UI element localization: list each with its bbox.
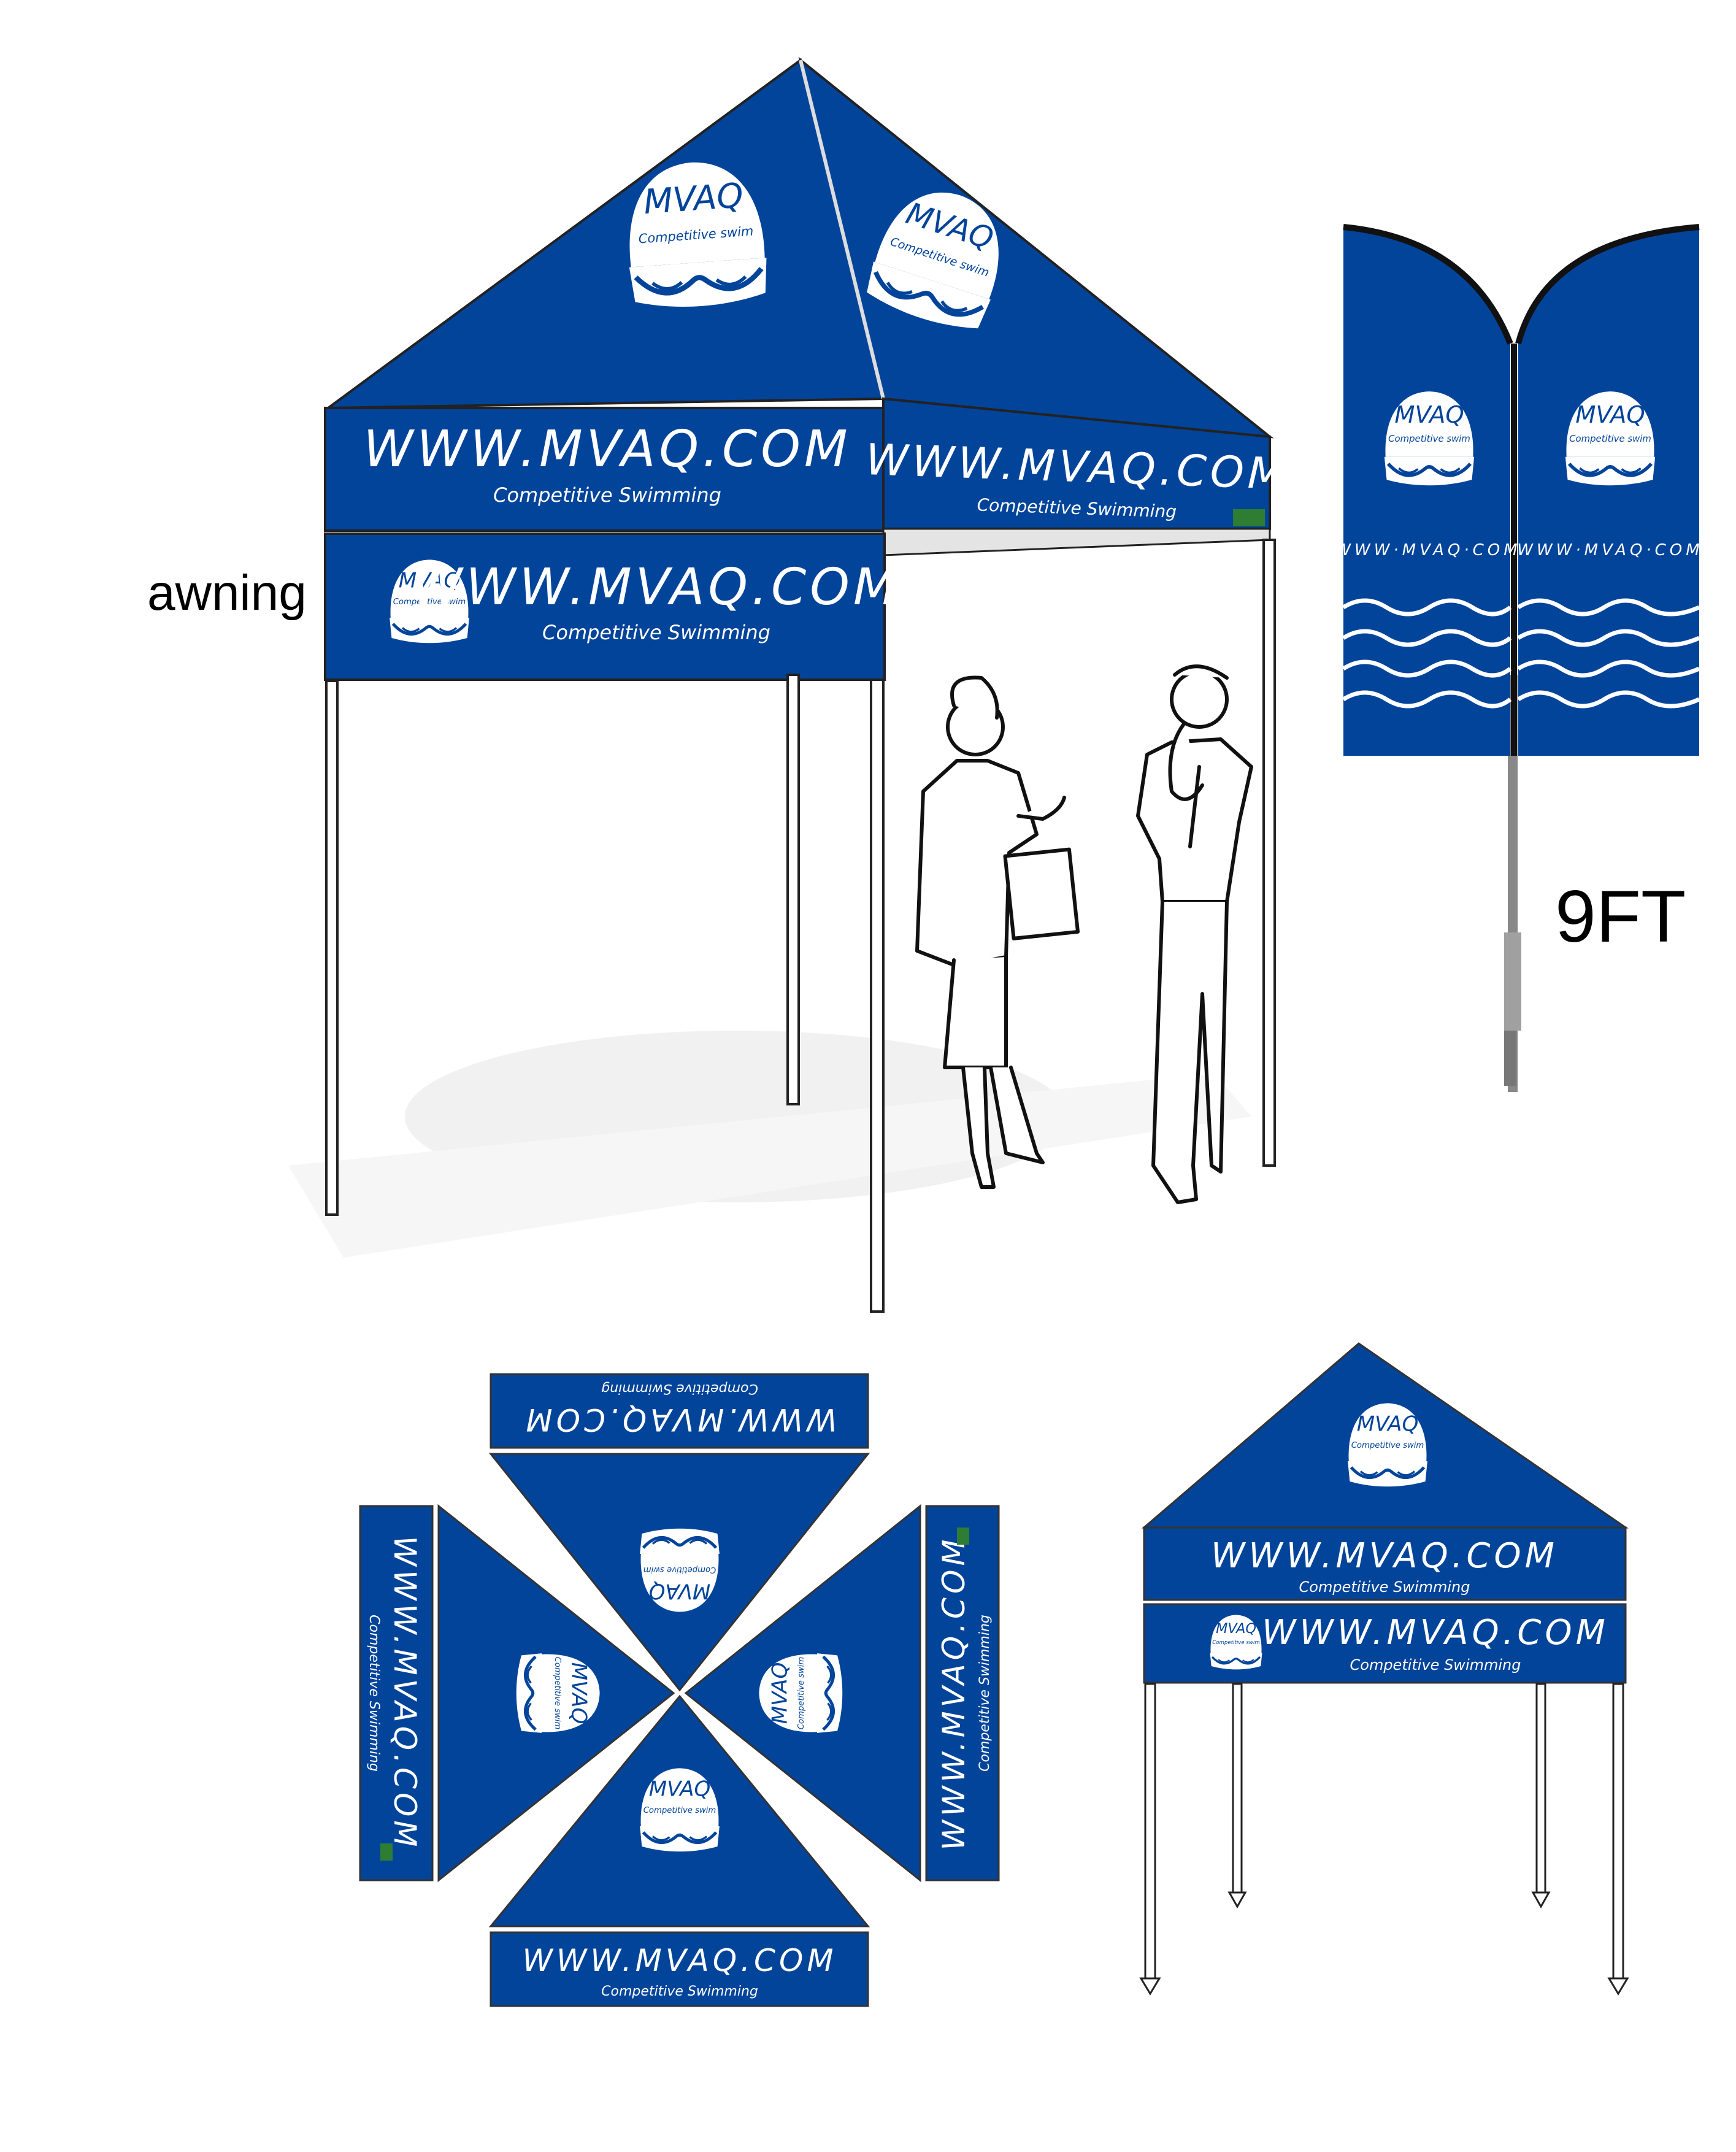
front-awning — [1143, 1603, 1627, 1684]
svg-text:WWW.MVAQ.COM: WWW.MVAQ.COM — [1262, 1613, 1609, 1653]
front-legs — [1144, 1683, 1624, 1980]
svg-text:WWW.MVAQ.COM: WWW.MVAQ.COM — [1211, 1536, 1558, 1576]
front-view-tent: MVAQ Competitive swim WWW.MVAQ.COM Compe… — [1139, 1342, 1629, 1996]
svg-text:WWW.MVAQ.COM: WWW.MVAQ.COM — [363, 420, 851, 478]
svg-text:WWW.MVAQ.COM: WWW.MVAQ.COM — [523, 1402, 837, 1437]
svg-text:Competitive Swimming: Competitive Swimming — [601, 1984, 758, 1999]
svg-text:MVAQ: MVAQ — [642, 175, 745, 221]
svg-text:Competitive Swimming: Competitive Swimming — [1350, 1656, 1521, 1674]
svg-text:WWW.MVAQ.COM: WWW.MVAQ.COM — [936, 1536, 972, 1851]
svg-text:MVAQ: MVAQ — [1394, 401, 1464, 429]
people-illustration — [915, 664, 1253, 1204]
floor-shadow-watermark — [288, 1031, 1251, 1258]
svg-text:Competitive swim: Competitive swim — [1388, 433, 1470, 444]
svg-text:Competitive Swimming: Competitive Swimming — [366, 1615, 382, 1772]
flag-blade-left — [1343, 227, 1510, 756]
flat-print-template: WWW.MVAQ.COM Competitive Swimming WWW.MV… — [359, 1373, 1000, 2007]
svg-text:MVAQ: MVAQ — [1575, 401, 1645, 429]
main-tent: MVAQ Competitive swim MVAQ Competitive s… — [324, 56, 1289, 1313]
svg-text:Competitive swim: Competitive swim — [393, 598, 466, 607]
awning-panel — [324, 532, 886, 681]
svg-text:Competitive swim: Competitive swim — [1351, 1441, 1424, 1450]
svg-text:Competitive swim: Competitive swim — [643, 1565, 716, 1574]
flag-blade-right — [1518, 227, 1699, 756]
svg-text:WWW·MVAQ·COM: WWW·MVAQ·COM — [1517, 541, 1703, 559]
svg-text:MVAQ: MVAQ — [768, 1662, 793, 1724]
feather-flag: MVAQ Competitive swim MVAQ Competitive s… — [1335, 224, 1703, 1092]
roof-front-panel — [324, 58, 885, 410]
svg-text:Competitive Swimming: Competitive Swimming — [542, 621, 770, 644]
svg-text:Competitive swim: Competitive swim — [1569, 433, 1651, 444]
front-valance — [1143, 1526, 1627, 1601]
svg-text:MVAQ: MVAQ — [649, 1579, 711, 1604]
svg-text:Competitive swim: Competitive swim — [643, 1806, 716, 1815]
svg-text:MVAQ: MVAQ — [399, 569, 461, 593]
svg-text:MVAQ: MVAQ — [649, 1777, 711, 1802]
svg-text:WWW.MVAQ.COM: WWW.MVAQ.COM — [523, 1943, 837, 1978]
svg-text:Competitive Swimming: Competitive Swimming — [977, 1615, 993, 1772]
svg-text:Competitive swim: Competitive swim — [1212, 1640, 1260, 1646]
flag-height-label: 9FT — [1555, 875, 1686, 958]
awning-label: awning — [147, 565, 307, 621]
svg-text:MVAQ: MVAQ — [1216, 1621, 1256, 1637]
wave-lines-icon — [1342, 598, 1700, 709]
svg-text:Competitive Swimming: Competitive Swimming — [601, 1381, 758, 1396]
svg-text:WWW.MVAQ.COM: WWW.MVAQ.COM — [412, 558, 900, 617]
leg-feet — [1139, 1891, 1629, 1996]
svg-text:Competitive Swimming: Competitive Swimming — [493, 483, 721, 507]
svg-text:WWW·MVAQ·COM: WWW·MVAQ·COM — [1335, 541, 1521, 559]
svg-text:Competitive swim: Competitive swim — [553, 1657, 562, 1730]
tent-legs — [325, 539, 1276, 1313]
svg-text:WWW.MVAQ.COM: WWW.MVAQ.COM — [387, 1536, 423, 1851]
svg-text:Competitive swim: Competitive swim — [797, 1657, 806, 1730]
roof-logo-front: MVAQ Competitive swim — [622, 158, 769, 311]
svg-text:MVAQ: MVAQ — [567, 1662, 591, 1724]
svg-text:Competitive Swimming: Competitive Swimming — [1299, 1578, 1470, 1596]
svg-text:MVAQ: MVAQ — [1357, 1412, 1419, 1437]
